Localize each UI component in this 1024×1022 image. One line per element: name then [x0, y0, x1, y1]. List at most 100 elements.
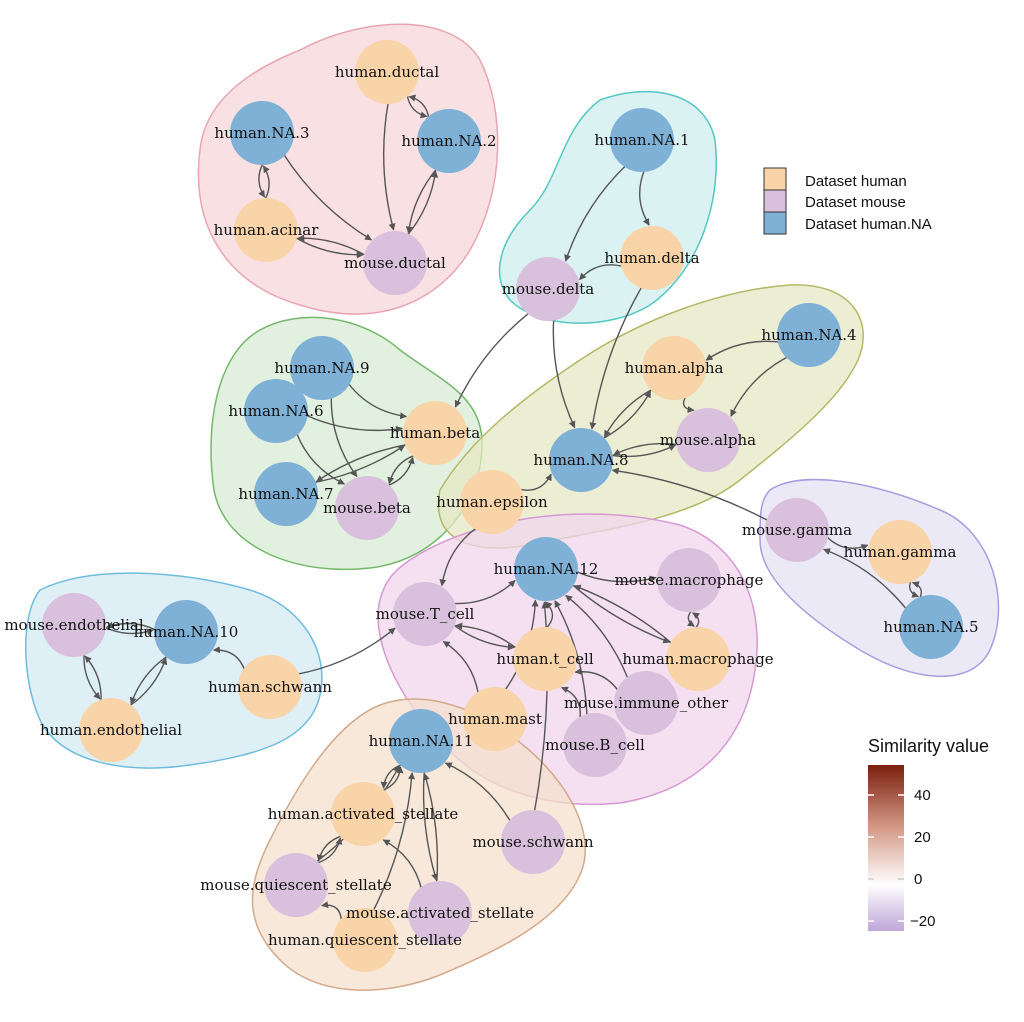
edge-mouse-immune_other-to-human-NA-12 — [565, 594, 629, 680]
node-mouse-schwann[interactable] — [501, 810, 565, 874]
edge-human-ductal-to-mouse-ductal — [382, 101, 396, 231]
node-mouse-alpha[interactable] — [676, 408, 740, 472]
node-mouse-beta[interactable] — [335, 476, 399, 540]
edge-human-NA-10-to-mouse-endothelial — [106, 621, 157, 631]
node-label-human-schwann: human.schwann — [208, 678, 332, 696]
node-label-human-epsilon: human.epsilon — [436, 493, 548, 511]
legend-swatch-mouse — [763, 189, 787, 213]
node-human-NA-12[interactable] — [514, 537, 578, 601]
node-label-human-activated-stellate: human.activated_stellate — [268, 805, 459, 823]
colorbar-gradient — [868, 765, 904, 931]
node-human-NA-5[interactable] — [899, 595, 963, 659]
node-human-activated-stellate[interactable] — [331, 782, 395, 846]
edge-mouse-alpha-to-human-NA-8 — [612, 442, 679, 456]
node-label-mouse-gamma: mouse.gamma — [742, 521, 852, 539]
node-mouse-T-cell[interactable] — [393, 582, 457, 646]
edge-human-schwann-to-mouse-T_cell — [296, 627, 396, 675]
cell-type-nodes — [42, 40, 963, 972]
node-human-NA-6[interactable] — [244, 379, 308, 443]
edge-human-NA-8-to-human-alpha — [601, 390, 652, 440]
node-human-NA-1[interactable] — [610, 108, 674, 172]
node-label-human-mast: human.mast — [448, 710, 542, 728]
node-label-human-acinar: human.acinar — [214, 221, 320, 239]
edge-human-NA-4-to-mouse-alpha — [730, 355, 789, 417]
edge-mouse-delta-to-human-beta — [454, 312, 530, 408]
edge-human-NA-3-to-mouse-ductal — [282, 153, 372, 241]
edge-human-t_cell-to-mouse-T_cell — [455, 622, 518, 650]
edge-human-ductal-to-human-NA-2 — [406, 94, 428, 119]
node-human-NA-4[interactable] — [777, 303, 841, 367]
node-label-human-NA-3: human.NA.3 — [214, 124, 309, 142]
edge-mouse-ductal-to-human-acinar — [297, 234, 367, 257]
edge-human-epsilon-to-human-NA-8 — [518, 473, 552, 491]
node-human-NA-9[interactable] — [290, 336, 354, 400]
node-human-NA-8[interactable] — [549, 428, 613, 492]
node-human-epsilon[interactable] — [460, 470, 524, 534]
node-mouse-activated-stellate[interactable] — [408, 881, 472, 945]
node-human-beta[interactable] — [403, 401, 467, 465]
edge-human-activated_stellate-to-mouse-quiescent_stellate — [316, 835, 343, 862]
node-mouse-endothelial[interactable] — [42, 593, 106, 657]
node-mouse-ductal[interactable] — [363, 231, 427, 295]
node-label-human-NA-12: human.NA.12 — [494, 560, 599, 578]
node-label-human-NA-11: human.NA.11 — [369, 732, 474, 750]
node-human-ductal[interactable] — [355, 40, 419, 104]
node-human-NA-10[interactable] — [154, 600, 218, 664]
edge-human-NA-11-to-mouse-activated_stellate — [422, 770, 438, 881]
node-human-gamma[interactable] — [868, 520, 932, 584]
node-label-human-beta: human.beta — [390, 424, 480, 442]
node-label-human-NA-1: human.NA.1 — [594, 131, 689, 149]
edge-mouse-gamma-to-human-gamma — [825, 535, 869, 551]
node-label-human-t-cell: human.t_cell — [496, 650, 594, 668]
edge-mouse-activated_stellate-to-human-NA-11 — [423, 773, 439, 884]
edge-human-endothelial-to-mouse-endothelial — [84, 655, 102, 702]
node-mouse-B-cell[interactable] — [563, 713, 627, 777]
edge-human-epsilon-to-mouse-T_cell — [439, 527, 478, 587]
colorbar-tick-label-neg20: −20 — [910, 913, 935, 930]
edge-human-NA-8-to-mouse-alpha — [610, 444, 677, 458]
legend-label-mouse: Dataset mouse — [805, 194, 906, 211]
edge-human-NA-1-to-human-delta — [639, 169, 650, 226]
edge-mouse-schwann-to-human-NA-11 — [444, 762, 512, 823]
node-human-NA-11[interactable] — [389, 709, 453, 773]
node-label-mouse-activated-stellate: mouse.activated_stellate — [346, 904, 534, 922]
similarity-edges — [83, 94, 922, 922]
legend-swatch-human — [763, 167, 787, 191]
node-human-macrophage[interactable] — [666, 627, 730, 691]
node-label-human-NA-7: human.NA.7 — [238, 485, 333, 503]
node-human-NA-3[interactable] — [230, 101, 294, 165]
node-label-human-NA-10: human.NA.10 — [134, 623, 239, 641]
node-mouse-delta[interactable] — [516, 257, 580, 321]
node-label-mouse-macrophage: mouse.macrophage — [615, 571, 764, 589]
node-mouse-macrophage[interactable] — [657, 548, 721, 612]
node-human-NA-2[interactable] — [417, 109, 481, 173]
node-label-human-NA-6: human.NA.6 — [228, 402, 323, 420]
node-label-human-delta: human.delta — [604, 249, 699, 267]
node-human-alpha[interactable] — [642, 336, 706, 400]
node-human-acinar[interactable] — [234, 198, 298, 262]
node-mouse-immune-other[interactable] — [614, 671, 678, 735]
node-human-NA-7[interactable] — [254, 462, 318, 526]
edge-mouse-B_cell-to-human-t_cell — [560, 686, 581, 720]
node-mouse-gamma[interactable] — [765, 498, 829, 562]
node-human-schwann[interactable] — [238, 655, 302, 719]
node-human-delta[interactable] — [620, 226, 684, 290]
node-human-quiescent-stellate[interactable] — [333, 908, 397, 972]
node-label-mouse-B-cell: mouse.B_cell — [545, 736, 645, 754]
node-label-mouse-quiescent-stellate: mouse.quiescent_stellate — [200, 876, 392, 894]
node-label-human-quiescent-stellate: human.quiescent_stellate — [268, 931, 462, 949]
node-label-human-NA-8: human.NA.8 — [533, 451, 628, 469]
edge-mouse-immune_other-to-human-t_cell — [574, 667, 620, 692]
node-human-endothelial[interactable] — [79, 698, 143, 762]
edge-mouse-quiescent_stellate-to-human-activated_stellate — [316, 837, 343, 864]
edge-mouse-gamma-to-human-NA-8 — [611, 467, 769, 522]
colorbar-tick-label-40: 40 — [914, 787, 931, 804]
edge-mouse-B_cell-to-human-NA-12 — [554, 600, 588, 717]
node-human-t-cell[interactable] — [513, 627, 577, 691]
node-label-mouse-alpha: mouse.alpha — [660, 431, 756, 449]
node-label-mouse-beta: mouse.beta — [323, 499, 411, 517]
node-human-mast[interactable] — [463, 687, 527, 751]
edge-human-acinar-to-human-NA-3 — [262, 165, 270, 201]
node-mouse-quiescent-stellate[interactable] — [264, 853, 328, 917]
node-label-mouse-immune-other: mouse.immune_other — [564, 694, 729, 712]
